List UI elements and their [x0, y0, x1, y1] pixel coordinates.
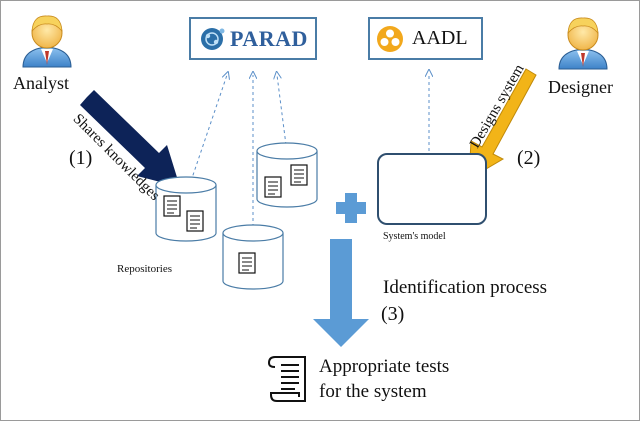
step-2-number: (2) [517, 147, 541, 169]
document-icon [238, 252, 256, 274]
analyst-person-icon [22, 15, 72, 68]
aadl-logo-icon [377, 25, 403, 52]
analyst-arrow [80, 90, 180, 187]
plus-icon [336, 193, 366, 223]
aadl-label: AADL [412, 27, 468, 49]
analyst-label: Analyst [13, 73, 69, 93]
identification-process-label: Identification process [383, 277, 548, 298]
document-icon [186, 210, 204, 232]
document-icon [264, 176, 282, 198]
designer-person-icon [558, 17, 608, 70]
document-icon [163, 195, 181, 217]
link-repo2-parad [277, 75, 287, 146]
aadl-tool-box: AADL [368, 17, 483, 60]
link-repo1-parad [190, 75, 227, 182]
parad-label: PARAD [230, 25, 308, 51]
designer-label: Designer [548, 77, 613, 97]
result-line-2: for the system [319, 381, 427, 402]
result-line-1: Appropriate tests [319, 356, 450, 377]
step-1-number: (1) [69, 147, 93, 169]
test-scroll-icon [267, 356, 306, 402]
step-3-number: (3) [381, 303, 405, 325]
document-icon [290, 164, 308, 186]
process-arrow [313, 239, 369, 347]
parad-tool-box: PARAD [189, 17, 317, 60]
dashed-links [190, 73, 429, 227]
parad-logo-icon [201, 27, 225, 50]
repositories-label: Repositories [117, 263, 172, 275]
system-model-box [377, 153, 487, 225]
system-model-label: System's model [383, 231, 446, 242]
